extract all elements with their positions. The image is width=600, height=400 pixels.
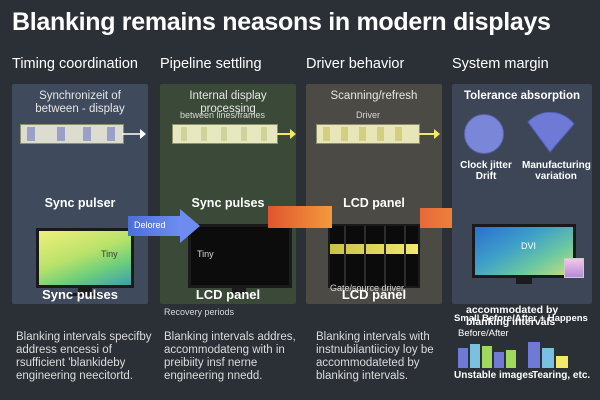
column-heading: Timing coordination xyxy=(12,56,138,72)
panel-caption: Synchronizeit of between - display xyxy=(35,90,125,115)
bar xyxy=(458,348,468,368)
column-heading: Driver behavior xyxy=(306,56,405,72)
pulse-bar xyxy=(107,127,115,141)
accommodated-label: accommodated by blanking intervals xyxy=(466,304,559,328)
panel-caption: Tolerance absorption xyxy=(463,90,581,102)
arrow-label: Delored xyxy=(134,220,166,230)
monitor-text: Tiny xyxy=(101,249,118,259)
arrow-right-icon xyxy=(276,129,296,139)
before-after-subtitle: Before/After xyxy=(458,328,509,339)
tearing-label: Tearing, etc. xyxy=(532,370,591,381)
mid-label: LCD panel xyxy=(343,196,405,210)
monitor-icon: Tiny xyxy=(36,228,134,288)
jitter-circle-icon xyxy=(464,114,504,154)
monitor-text: DVI xyxy=(521,241,537,251)
panel-system: Tolerance absorption Clock jitter Drift … xyxy=(452,84,592,328)
column-pipeline: Pipeline settling Internal display proce… xyxy=(160,56,306,400)
panel-caption: Internal display processing xyxy=(189,90,267,115)
bar xyxy=(528,342,540,368)
line-bar xyxy=(341,127,348,141)
column-description: Blanking intervals specifby address ence… xyxy=(16,331,152,382)
flow-arrow-body xyxy=(268,206,332,228)
line-bar xyxy=(221,127,227,141)
page-title: Blanking remains neasons in modern displ… xyxy=(12,8,551,36)
driver-label: Gate/source driver xyxy=(330,283,405,293)
bar xyxy=(482,346,492,368)
column-heading: System margin xyxy=(452,56,549,72)
panel-caption: Scanning/refresh xyxy=(330,90,418,102)
monitor-text: Tiny xyxy=(197,249,214,259)
panel-timing: Synchronizeit of between - display Sync … xyxy=(12,84,148,304)
bar-chart-icon xyxy=(458,344,516,368)
jitter-label: Clock jitter Drift xyxy=(460,160,512,182)
flow-arrow-body: Delored xyxy=(128,216,180,236)
arrow-right-icon xyxy=(418,129,440,139)
recovery-label: Recovery periods xyxy=(164,307,235,317)
monitor-stand xyxy=(232,288,246,294)
sync-label: Sync pulser xyxy=(44,196,116,210)
strip-label: between lines/frames xyxy=(180,110,266,120)
column-divider xyxy=(404,226,406,286)
buffer-block-icon xyxy=(564,258,584,278)
line-bar xyxy=(359,127,366,141)
pulse-bar xyxy=(27,127,35,141)
monitor-stand xyxy=(78,288,92,294)
arrow-right-icon xyxy=(122,129,146,139)
column-description: Blanking intervals with instnubilantiici… xyxy=(316,331,434,382)
bottom-label: Sync pulses xyxy=(42,287,118,302)
bar xyxy=(542,348,554,368)
panel-driver: Scanning/refresh Driver LCD panel Gate/s… xyxy=(306,84,442,304)
unstable-label: Unstable images xyxy=(454,370,534,381)
arrow-right-icon xyxy=(180,209,200,243)
column-system: System margin Tolerance absorption Clock… xyxy=(452,56,598,400)
panel-pipeline: Internal display processing between line… xyxy=(160,84,296,317)
bottom-label: LCD panel xyxy=(195,287,261,302)
line-bar xyxy=(181,127,187,141)
bar xyxy=(556,356,568,368)
bar-chart-icon xyxy=(528,342,568,368)
timing-strip xyxy=(20,124,124,144)
column-description: Blanking intervals addres, accommodateng… xyxy=(164,331,296,382)
column-heading: Pipeline settling xyxy=(160,56,262,72)
before-after-title: Small Before/After + Happens xyxy=(454,313,588,324)
bar xyxy=(506,350,516,368)
line-bar xyxy=(377,127,384,141)
column-divider xyxy=(344,226,346,286)
column-timing: Timing coordination Synchronizeit of bet… xyxy=(12,56,158,400)
sync-label: Sync pulses xyxy=(191,196,265,210)
monitor-icon: DVI xyxy=(472,224,576,278)
monitor-stand xyxy=(516,278,532,284)
bar xyxy=(494,352,504,368)
monitor-base xyxy=(68,293,102,296)
line-bar xyxy=(241,127,247,141)
line-bar xyxy=(395,127,402,141)
variation-label: Manufacturing variation xyxy=(522,160,591,182)
line-bar xyxy=(201,127,207,141)
driver-strip xyxy=(316,124,420,144)
bottom-label: LCD panel xyxy=(341,287,407,302)
strip-label: Driver xyxy=(356,110,380,120)
monitor-icon: Tiny xyxy=(188,224,292,288)
bar xyxy=(470,344,480,368)
pipeline-strip xyxy=(172,124,278,144)
pulse-bar xyxy=(83,127,91,141)
pulse-bar xyxy=(57,127,65,141)
column-divider xyxy=(384,226,386,286)
scan-line xyxy=(330,244,418,254)
line-bar xyxy=(323,127,330,141)
line-bar xyxy=(261,127,267,141)
pie-chart-icon xyxy=(527,112,575,153)
column-divider xyxy=(364,226,366,286)
scan-panel xyxy=(328,224,420,288)
column-driver: Driver behavior Scanning/refresh Driver … xyxy=(306,56,452,400)
